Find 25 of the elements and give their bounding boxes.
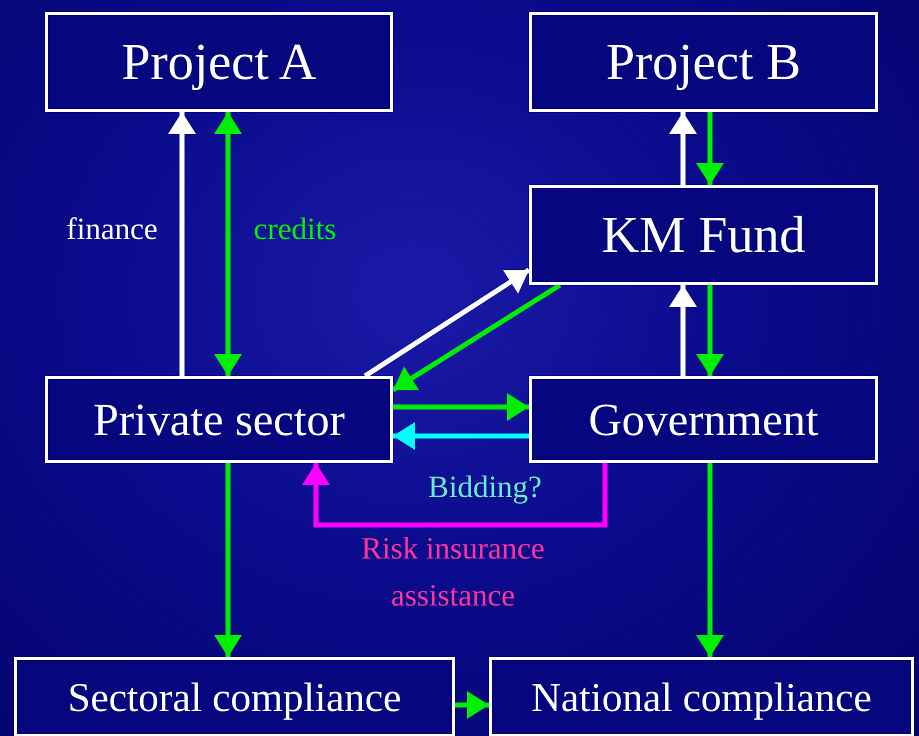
process-box: Project B bbox=[529, 12, 878, 112]
edge-label: finance bbox=[65, 210, 159, 248]
arrow bbox=[302, 463, 608, 528]
process-box: National compliance bbox=[489, 657, 914, 736]
arrow bbox=[393, 422, 529, 450]
arrow bbox=[168, 112, 196, 376]
arrow bbox=[696, 463, 724, 657]
process-box: Sectoral compliance bbox=[14, 657, 455, 736]
arrow bbox=[393, 393, 529, 421]
edge-label: Bidding? bbox=[427, 468, 543, 506]
process-box: Project A bbox=[45, 12, 393, 112]
arrow bbox=[696, 285, 724, 376]
process-box: Private sector bbox=[45, 376, 393, 463]
edge-label: Risk insurance assistance bbox=[360, 530, 546, 614]
process-box: Government bbox=[529, 376, 878, 463]
arrow bbox=[696, 112, 724, 185]
arrow bbox=[455, 691, 489, 719]
arrow bbox=[669, 112, 697, 185]
arrow bbox=[214, 463, 242, 657]
arrow bbox=[392, 282, 562, 392]
arrow bbox=[214, 112, 242, 376]
arrow bbox=[669, 285, 697, 376]
arrow bbox=[364, 268, 530, 378]
edge-label: credits bbox=[252, 210, 338, 248]
process-box: KM Fund bbox=[529, 185, 878, 285]
